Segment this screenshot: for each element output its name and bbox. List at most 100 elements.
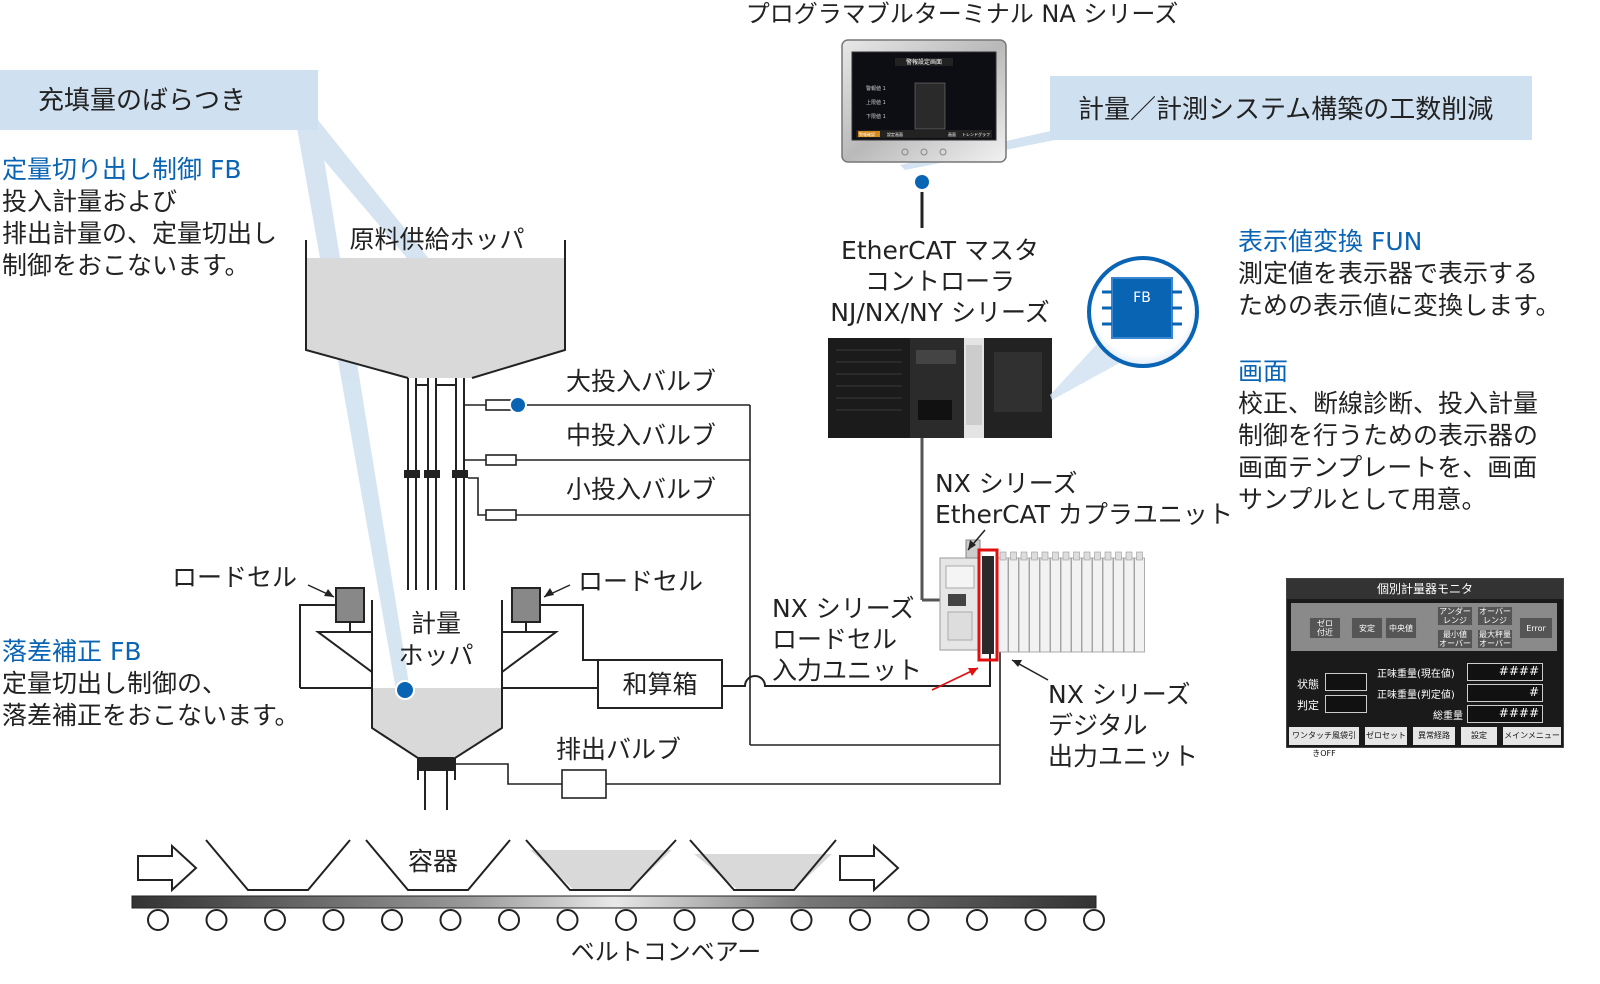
- valve-actuators: [464, 399, 1000, 746]
- nx-io-slice-tab: [999, 551, 1007, 561]
- nx-io-slice-tab: [1020, 551, 1028, 561]
- summing-box: [597, 659, 723, 709]
- nx-io-slice-tab: [1031, 551, 1038, 561]
- digital-unit-label-1: NX シリーズ: [1048, 680, 1191, 709]
- cutoff-fb-title: 定量切り出し制御 FB: [2, 155, 242, 184]
- digital-unit-pointer-head: [1012, 660, 1022, 667]
- screen-line-3: 画面テンプレートを、画面: [1238, 453, 1538, 482]
- na-screen-row-2: 上限値 1: [866, 99, 886, 106]
- display-fun-title: 表示値変換 FUN: [1238, 227, 1423, 256]
- coupler-pointer-head: [968, 540, 976, 550]
- summing-box-label: 和算箱: [622, 670, 697, 699]
- chute-valve-2: [424, 470, 440, 478]
- conveyor-roller: [673, 909, 696, 931]
- monitor-template: 個別計量器モニタ ゼロ 付近 安定 中央値 アンダー レンジ オーバー レンジ …: [1286, 578, 1564, 758]
- load-cell-left: [299, 587, 373, 688]
- nx-io-slice: [1134, 557, 1145, 653]
- engineering-callout-box: [1050, 76, 1532, 140]
- pointer-head-left: [324, 589, 334, 597]
- controller-unit: [828, 338, 1052, 438]
- loadcell-unit-label-3: 入力ユニット: [772, 656, 922, 685]
- discharge-valve-clamp: [418, 757, 454, 771]
- na-screen-content: [856, 58, 992, 138]
- conveyor-arrow-right: [839, 843, 900, 893]
- footer-zero-set: ゼロセット: [1365, 727, 1407, 745]
- na-screen-row-3: 下限値 1: [866, 113, 886, 120]
- conveyor-roller: [966, 909, 988, 931]
- cutoff-fb-line-1: 投入計量および: [2, 187, 178, 216]
- nx-io-slice-tab: [1115, 551, 1122, 561]
- nx-io-slice: [1113, 557, 1124, 653]
- conveyor-roller: [732, 909, 754, 931]
- monitor-title: 個別計量器モニタ: [1376, 582, 1473, 596]
- conveyor-rollers: [147, 909, 1105, 931]
- fb-chip-icon: [1102, 277, 1182, 339]
- nx-io-slice: [1039, 557, 1051, 653]
- footer-fault-path: 異常経路: [1413, 727, 1455, 745]
- large-valve-label: 大投入バルブ: [566, 367, 716, 396]
- weigh-hopper-label-2: ホッパ: [398, 641, 473, 670]
- screen-line-1: 校正、断線診断、投入計量: [1238, 389, 1539, 418]
- na-screen-title: 警報設定画面: [906, 58, 942, 66]
- weigh-hopper-dot: [395, 680, 415, 700]
- nx-io-slice-tab: [1041, 551, 1049, 561]
- load-cell-left-label: ロードセル: [172, 563, 297, 592]
- nx-io-slice-tab: [1010, 551, 1017, 561]
- na-screen-row-1: 警報値 1: [866, 85, 886, 92]
- digital-unit-label-3: 出力ユニット: [1048, 742, 1198, 771]
- value-row-3-label: 総重量: [1433, 711, 1463, 722]
- status-under-range: アンダー レンジ: [1437, 606, 1473, 626]
- loadcell-unit-label-2: ロードセル: [772, 625, 897, 654]
- discharge-valve: [455, 650, 1001, 799]
- value-row-2-label: 正味重量(判定値): [1377, 690, 1455, 701]
- nx-rack: [939, 539, 981, 651]
- screen-title: 画面: [1238, 357, 1289, 386]
- conveyor-roller: [439, 909, 462, 931]
- value-row-3-box: ####: [1467, 705, 1543, 723]
- nx-io-slice: [1081, 557, 1093, 653]
- display-fun-note: 表示値変換 FUN 測定値を表示器で表示する ための表示値に変換します。: [1238, 226, 1578, 322]
- status-min-over: 最小値 オーバー: [1437, 629, 1473, 649]
- mid-valve-label: 中投入バルブ: [566, 421, 716, 450]
- nx-io-slices: [997, 551, 1145, 653]
- screen-line-4: サンプルとして用意。: [1238, 485, 1487, 514]
- nx-io-slice: [997, 557, 1009, 653]
- nx-io-slice-tab: [1125, 551, 1133, 561]
- judge-box: [1325, 695, 1367, 713]
- supply-chutes: [407, 378, 465, 590]
- weigh-hopper-fill: [372, 688, 502, 758]
- supply-hopper: [306, 258, 565, 378]
- state-label: 状態: [1297, 678, 1319, 691]
- nx-io-slice-tab: [1052, 551, 1059, 561]
- conveyor-roller: [1083, 909, 1105, 931]
- weigh-hopper-label-1: 計量: [411, 609, 461, 638]
- nx-io-slice-tab: [1136, 551, 1143, 561]
- conveyor-roller: [556, 909, 579, 931]
- chute-valve-1: [404, 470, 420, 478]
- status-zero: ゼロ 付近: [1309, 617, 1341, 639]
- status-error: Error: [1519, 617, 1553, 639]
- footer-main-menu: メインメニュー: [1503, 727, 1561, 745]
- conveyor-roller: [1024, 909, 1047, 931]
- nx-io-slice: [1092, 557, 1103, 653]
- na-screen-footer-4: トレンドグラフ: [962, 131, 990, 137]
- conveyor-belt: [131, 895, 1097, 909]
- fb-badge-label: FB: [1133, 290, 1151, 306]
- na-screen-footer-2: 設定画面: [887, 131, 903, 137]
- footer-settings: 設定: [1461, 727, 1497, 745]
- coupler-label-2: EtherCAT カプラユニット: [935, 500, 1233, 529]
- conveyor-roller: [498, 909, 520, 931]
- nx-io-slice-tab: [1094, 551, 1101, 561]
- digital-unit-highlight: [977, 548, 999, 662]
- supply-hopper-label: 原料供給ホッパ: [349, 225, 524, 254]
- value-row-1-box: ####: [1467, 663, 1543, 681]
- footer-tare-off: ワンタッチ風袋引きOFF: [1289, 727, 1359, 758]
- cutoff-fb-line-2: 排出計量の、定量切出し: [2, 219, 278, 248]
- load-cell-right: [501, 587, 600, 674]
- value-row-1-label: 正味重量(現在値): [1377, 669, 1455, 680]
- nx-io-slice-tab: [1073, 551, 1080, 561]
- chute-valve-3: [452, 470, 468, 478]
- cutoff-fb-line-3: 制御をおこないます。: [2, 251, 250, 280]
- conveyor-roller: [849, 909, 871, 931]
